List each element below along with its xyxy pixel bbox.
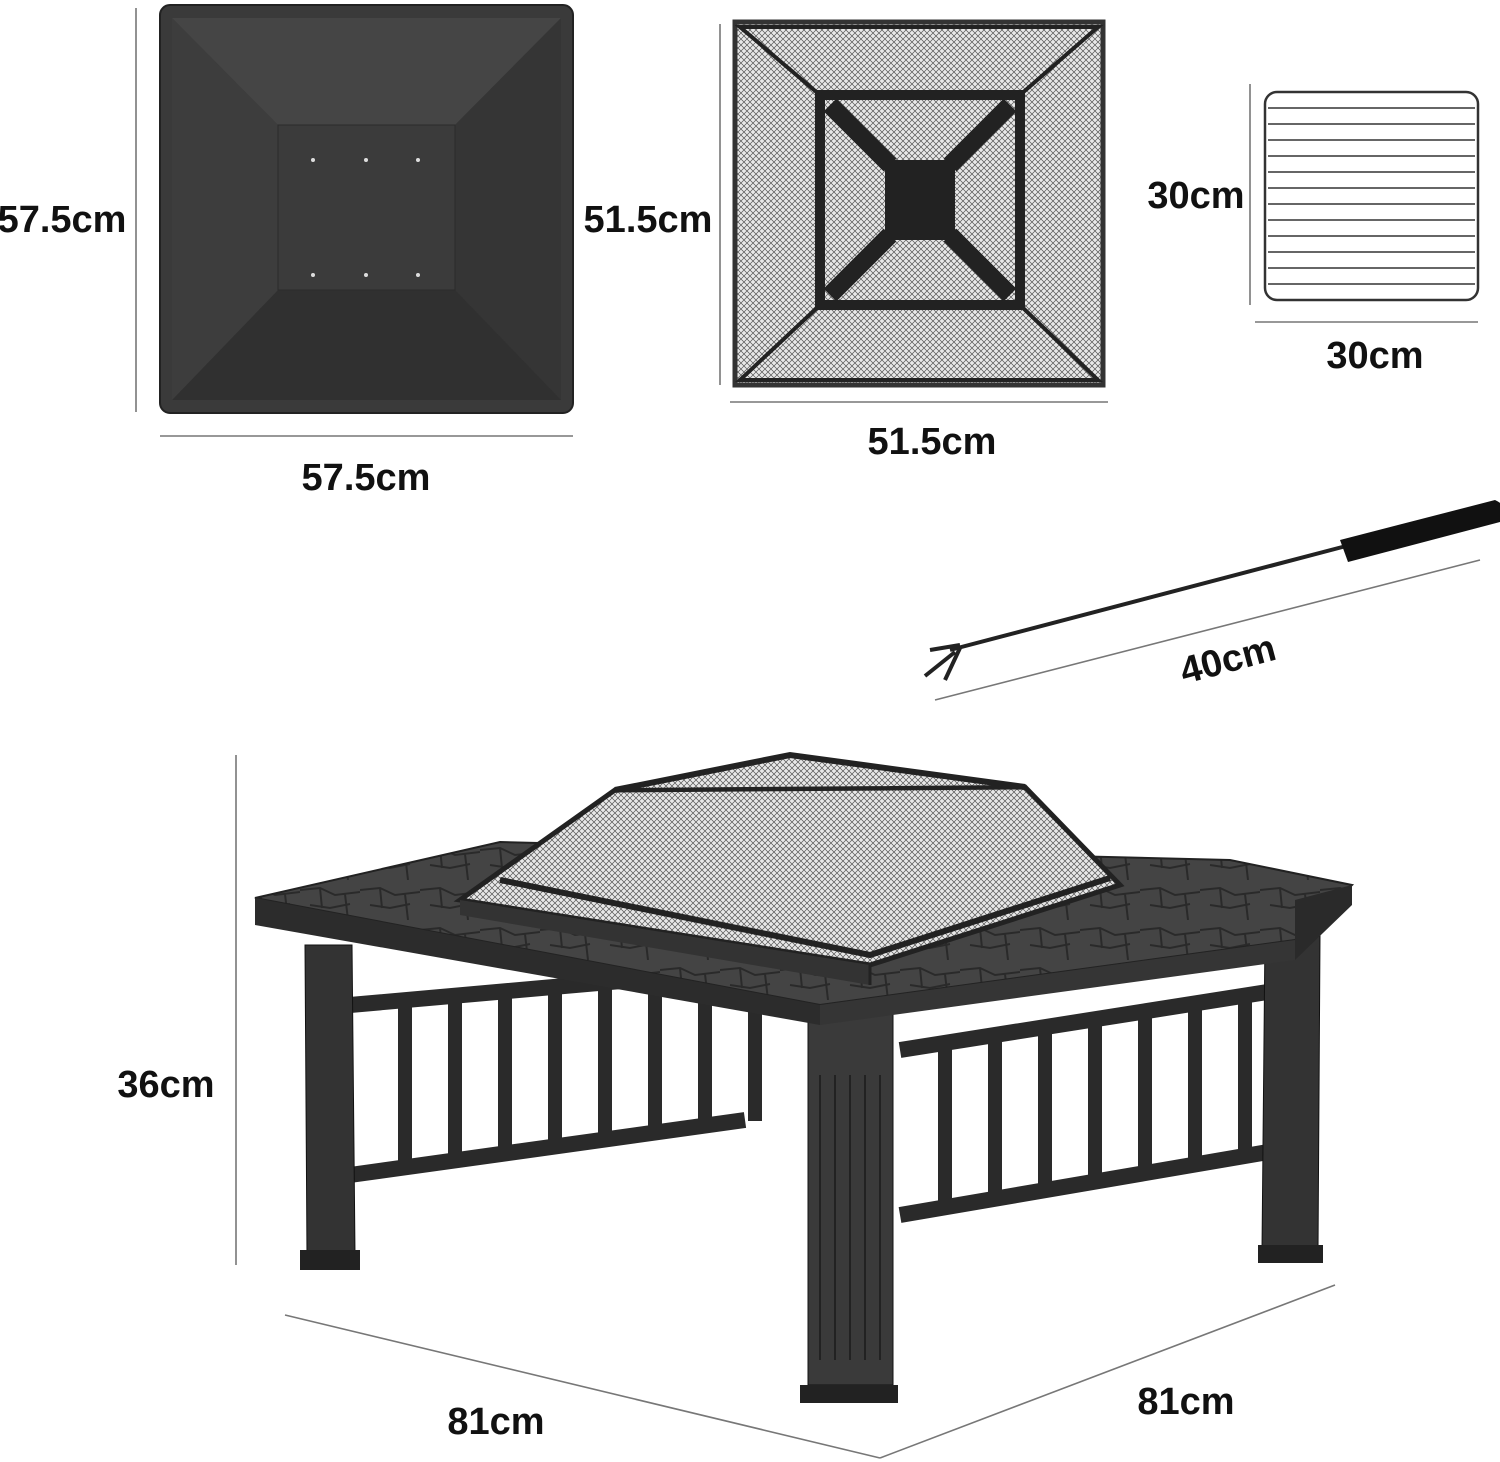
grill-grate-height-label: 30cm [1147,175,1244,217]
fire-pit-depth-label: 81cm [1137,1381,1234,1423]
fire-bowl-width-label: 57.5cm [302,457,431,499]
dimension-line [934,559,1481,701]
fire-pit-length-label: 81cm [447,1401,544,1443]
poker [923,500,1500,681]
dimension-line [284,1314,881,1459]
fire-bowl [159,4,574,414]
fire-pit-height-label: 36cm [117,1064,214,1106]
grill-grate-width-label: 30cm [1326,335,1423,377]
dimension-line [879,1284,1336,1459]
poker-length-label: 40cm [1176,627,1281,693]
fire-bowl-height-label: 57.5cm [0,199,126,241]
spark-screen [732,19,1106,388]
spark-screen-width-label: 51.5cm [868,421,997,463]
fire-pit-table [254,751,1355,1403]
grill-grate [1263,90,1480,302]
spark-screen-height-label: 51.5cm [584,199,713,241]
